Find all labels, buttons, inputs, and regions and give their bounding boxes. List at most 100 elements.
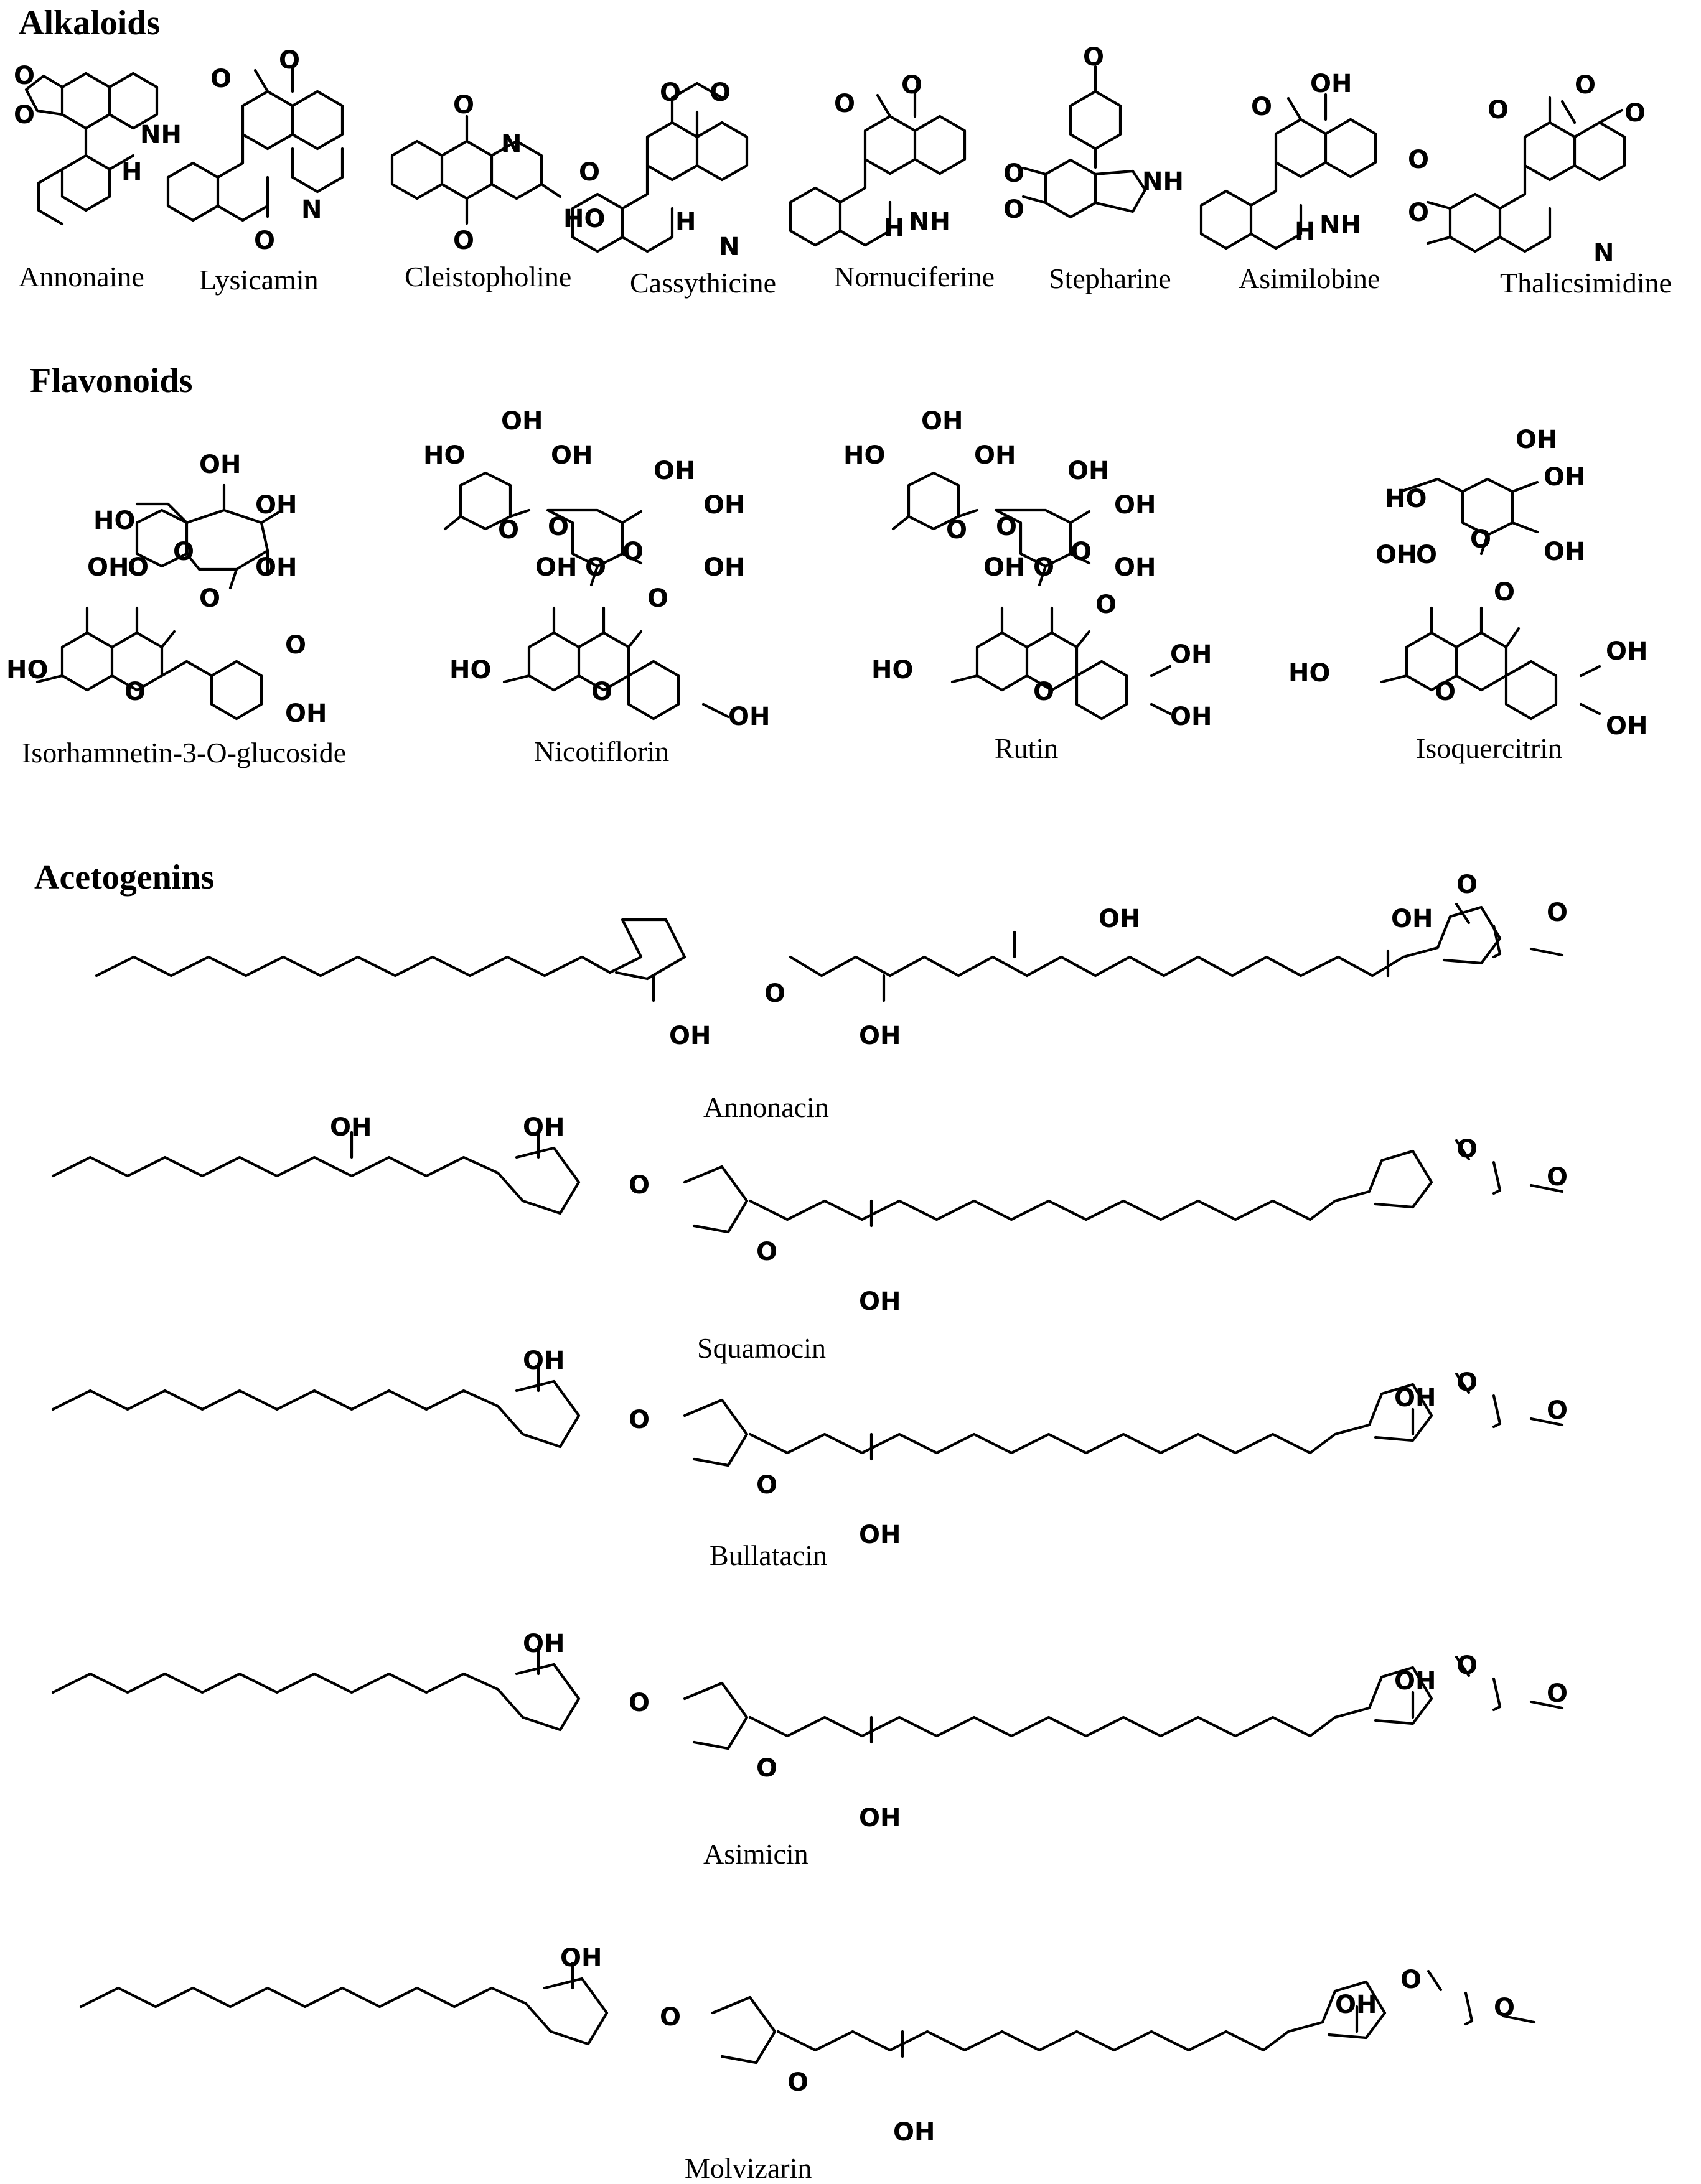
- atom-label: O: [453, 226, 474, 255]
- atom-label: OH: [535, 553, 577, 582]
- atom-label: O: [1435, 678, 1456, 706]
- atom-label: O: [1456, 1651, 1478, 1680]
- atom-label: OH: [255, 553, 297, 582]
- atom-label: H: [121, 158, 142, 187]
- atom-label: OH: [87, 553, 129, 582]
- atom-label: O: [1408, 198, 1429, 227]
- atom-label: O: [548, 513, 569, 541]
- structure-squamocin: OH OH O O OH O O: [51, 1113, 1568, 1316]
- atom-label: O: [1033, 553, 1054, 582]
- atom-label: N: [501, 130, 522, 159]
- atom-label: OH: [255, 491, 297, 520]
- atom-label: O: [756, 1471, 777, 1500]
- atom-label: OH: [523, 1630, 565, 1658]
- atom-label: O: [1494, 1994, 1515, 2022]
- atom-label: O: [1033, 678, 1054, 706]
- atom-label: OH: [1394, 1667, 1436, 1696]
- atom-label: OH: [669, 1022, 711, 1050]
- atom-label: O: [1400, 1966, 1422, 1994]
- atom-label: O: [254, 226, 275, 255]
- atom-label: OH: [1335, 1990, 1377, 2019]
- label-stepharine: Stepharine: [1049, 263, 1171, 294]
- atom-label: O: [647, 584, 668, 613]
- atom-label: OH: [859, 1804, 901, 1832]
- label-annonaine: Annonaine: [19, 261, 144, 292]
- atom-label: O: [622, 538, 644, 566]
- atom-label: O: [1083, 43, 1104, 72]
- atom-label: OH: [1310, 70, 1352, 98]
- atom-label: HO: [449, 656, 491, 684]
- atom-label: OH: [1375, 541, 1417, 569]
- atom-label: O: [1494, 578, 1515, 607]
- label-nicotiflorin: Nicotiflorin: [534, 735, 669, 767]
- atom-label: HO: [563, 205, 605, 233]
- atom-label: OH: [1394, 1384, 1436, 1412]
- section-heading-acetogenins: Acetogenins: [34, 858, 214, 897]
- atom-label: O: [1456, 870, 1478, 899]
- label-molvizarin: Molvizarin: [685, 2152, 812, 2184]
- atom-label: OH: [983, 553, 1025, 582]
- atom-label: OH: [1544, 538, 1585, 566]
- atom-label: N: [301, 195, 322, 224]
- atom-label: OH: [199, 450, 241, 479]
- structure-lysicamin: O O O N: [166, 46, 344, 255]
- section-heading-flavonoids: Flavonoids: [30, 362, 192, 400]
- atom-label: O: [1547, 1396, 1568, 1425]
- atom-label: OH: [859, 1521, 901, 1549]
- atom-label: O: [1547, 1679, 1568, 1708]
- atom-label: O: [1547, 898, 1568, 927]
- atom-label: OH: [1606, 637, 1647, 666]
- atom-label: OH: [330, 1113, 372, 1142]
- atom-label: O: [1003, 159, 1024, 188]
- atom-label: OH: [1606, 712, 1647, 740]
- atom-label: O: [199, 584, 220, 613]
- atom-label: HO: [843, 441, 885, 470]
- label-rutin: Rutin: [995, 732, 1058, 764]
- atom-label: OH: [703, 553, 745, 582]
- atom-label: O: [14, 101, 35, 129]
- atom-label: OH: [523, 1346, 565, 1375]
- atom-label: N: [719, 233, 739, 261]
- atom-label: OH: [1114, 491, 1156, 520]
- atom-label: O: [787, 2068, 808, 2097]
- atom-label: O: [498, 516, 519, 544]
- atom-label: OH: [1170, 640, 1212, 669]
- atom-label: OH: [859, 1287, 901, 1316]
- atom-label: N: [1593, 239, 1614, 268]
- atom-label: HO: [871, 656, 913, 684]
- label-cleistopholine: Cleistopholine: [405, 261, 571, 292]
- structure-isoquercitrin: OH OH OH HO O O OH O HO O OH OH: [1288, 426, 1647, 740]
- atom-label: O: [629, 1171, 650, 1200]
- atom-label: OH: [560, 1944, 602, 1972]
- label-nornuciferine: Nornuciferine: [834, 261, 995, 292]
- atom-label: O: [279, 46, 300, 75]
- atom-label: O: [1575, 71, 1596, 100]
- label-lysicamin: Lysicamin: [199, 264, 319, 296]
- atom-label: HO: [423, 441, 465, 470]
- structure-nicotiflorin: OH HO OH O O OH OH OH O O OH O HO O OH: [423, 407, 770, 731]
- atom-label: OH: [893, 2118, 935, 2147]
- atom-label: OH: [523, 1113, 565, 1142]
- label-squamocin: Squamocin: [697, 1332, 826, 1364]
- atom-label: NH: [140, 121, 182, 149]
- atom-label: OH: [1114, 553, 1156, 582]
- structure-annonacin: O OH OH OH OH O O: [95, 870, 1568, 1050]
- structure-rutin: OH HO OH O O OH OH OH O O OH O HO O OH O…: [843, 407, 1212, 731]
- label-isorhamnetin-3-o-glucoside: Isorhamnetin-3-O-glucoside: [22, 737, 346, 768]
- atom-label: O: [629, 1406, 650, 1434]
- atom-label: O: [173, 538, 194, 566]
- atom-label: OH: [1170, 702, 1212, 731]
- atom-label: HO: [1288, 659, 1330, 688]
- label-bullatacin: Bullatacin: [710, 1539, 827, 1571]
- atom-label: O: [629, 1689, 650, 1717]
- structure-annonaine: O O NH H: [14, 62, 182, 226]
- atom-label: HO: [6, 656, 48, 684]
- structure-thalicsimidine: O O O O O N: [1408, 71, 1646, 268]
- atom-label: OH: [551, 441, 593, 470]
- atom-label: H: [884, 214, 904, 243]
- atom-label: O: [660, 2003, 681, 2032]
- atom-label: O: [579, 158, 600, 187]
- structure-bullatacin: OH O O OH OH O O: [51, 1346, 1568, 1549]
- atom-label: O: [285, 631, 306, 660]
- atom-label: O: [996, 513, 1017, 541]
